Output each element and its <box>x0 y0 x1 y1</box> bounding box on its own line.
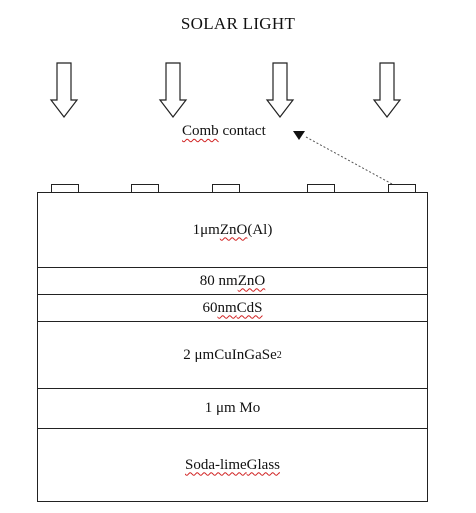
layer-text: CuInGaSe <box>214 346 277 363</box>
layer-text: μm <box>200 221 220 238</box>
layer-text: 80 nm <box>199 272 238 289</box>
layer-text: Soda-lime <box>185 456 247 473</box>
layer-mo: 1 μm Mo <box>38 389 427 429</box>
layer-text: Glass <box>246 456 280 473</box>
down-arrow-icon <box>49 62 79 118</box>
layer-text: 1 <box>192 221 201 238</box>
diagram-title: SOLAR LIGHT <box>180 14 296 33</box>
layer-text: 60 <box>202 299 218 316</box>
layer-text: 1 μm Mo <box>204 400 261 416</box>
layer-zno-al: 1 μm ZnO (Al) <box>38 193 427 268</box>
layer-subscript: 2 <box>276 349 282 361</box>
down-arrow-icon <box>265 62 295 118</box>
comb-contact-label: Comb contact <box>182 123 266 140</box>
layer-text: 2 μm <box>183 346 215 363</box>
layer-zno: 80 nm ZnO <box>38 268 427 295</box>
comb-word: Comb <box>182 123 219 139</box>
comb-contact-finger <box>307 184 335 193</box>
layer-text: nm <box>217 299 237 316</box>
layer-text: CdS <box>236 299 263 316</box>
layer-text: ZnO <box>237 272 266 289</box>
down-arrow-icon <box>372 62 402 118</box>
down-arrow-icon <box>158 62 188 118</box>
pointer-triangle-icon <box>293 131 305 140</box>
comb-contact-finger <box>51 184 79 193</box>
layer-text: ZnO <box>219 221 248 238</box>
comb-contact-finger <box>131 184 159 193</box>
layer-glass: Soda-lime Glass <box>38 429 427 501</box>
layer-text: (Al) <box>247 221 273 238</box>
layer-stack: 1 μm ZnO (Al) 80 nm ZnO 60 nm CdS 2 μm C… <box>37 192 428 502</box>
comb-contact-finger <box>388 184 416 193</box>
layer-cds: 60 nm CdS <box>38 295 427 322</box>
comb-contact-finger <box>212 184 240 193</box>
contact-word: contact <box>218 123 266 139</box>
